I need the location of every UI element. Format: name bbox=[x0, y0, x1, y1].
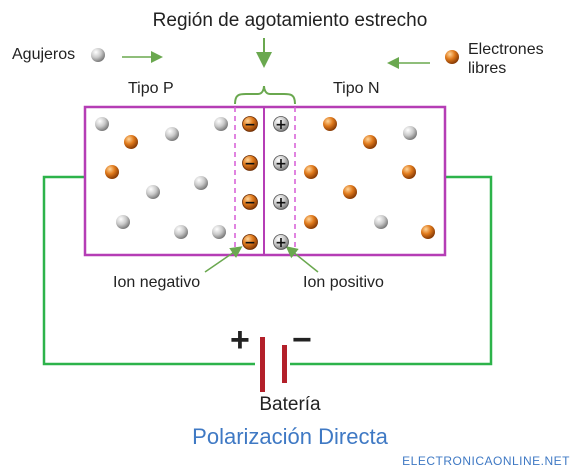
electron-particle bbox=[124, 135, 138, 149]
site-credit: ELECTRONICAONLINE.NET bbox=[402, 454, 570, 468]
battery-label: Batería bbox=[259, 394, 321, 415]
positive-ion-arrow bbox=[285, 246, 319, 273]
positive-ions: + + + + bbox=[273, 116, 289, 251]
positive-ion-sign: + bbox=[275, 117, 287, 133]
battery-plus-sign: + bbox=[230, 321, 250, 359]
electron-particle bbox=[304, 215, 318, 229]
hole-particle bbox=[374, 215, 388, 229]
negative-ion-sign: − bbox=[244, 195, 256, 211]
legend-hole-icon bbox=[91, 48, 105, 62]
hole-particle bbox=[403, 126, 417, 140]
electron-particle bbox=[402, 165, 416, 179]
free-electrons-label-line1: Electrones bbox=[468, 41, 544, 58]
electron-particle bbox=[323, 117, 337, 131]
hole-particle bbox=[212, 225, 226, 239]
battery-plate-negative bbox=[282, 345, 287, 383]
negative-ion bbox=[242, 234, 258, 250]
holes-label: Agujeros bbox=[12, 46, 76, 63]
free-electrons-label: Electrones libres bbox=[468, 40, 544, 78]
battery-plate-positive bbox=[260, 337, 265, 392]
negative-ion bbox=[242, 194, 258, 210]
depletion-region-title: Región de agotamiento estrecho bbox=[152, 10, 428, 31]
depletion-bracket bbox=[234, 85, 296, 105]
electron-particle bbox=[343, 185, 357, 199]
hole-particle bbox=[146, 185, 160, 199]
positive-ion-sign: + bbox=[275, 156, 287, 172]
n-type-label: Tipo N bbox=[333, 80, 380, 97]
negative-ions: − − − − bbox=[242, 116, 258, 251]
legend-electron-icon bbox=[445, 50, 459, 64]
positive-ion-sign: + bbox=[275, 235, 287, 251]
electron-particle bbox=[304, 165, 318, 179]
negative-ion-label: Ion negativo bbox=[113, 274, 201, 291]
negative-ion-sign: − bbox=[244, 156, 256, 172]
positive-ion bbox=[273, 155, 289, 171]
electron-particle bbox=[363, 135, 377, 149]
free-electrons-label-line2: libres bbox=[468, 60, 507, 77]
positive-ion bbox=[273, 116, 289, 132]
negative-ion-sign: − bbox=[244, 235, 256, 251]
positive-ion bbox=[273, 194, 289, 210]
hole-particle bbox=[194, 176, 208, 190]
electrons bbox=[105, 117, 435, 239]
negative-ion-sign: − bbox=[244, 117, 256, 133]
hole-particle bbox=[165, 127, 179, 141]
left-wire bbox=[42, 175, 255, 366]
p-region-holes bbox=[95, 117, 417, 239]
diagram-caption: Polarización Directa bbox=[192, 424, 388, 449]
hole-particle bbox=[116, 215, 130, 229]
positive-ion-sign: + bbox=[275, 195, 287, 211]
hole-particle bbox=[95, 117, 109, 131]
electron-particle bbox=[105, 165, 119, 179]
hole-particle bbox=[214, 117, 228, 131]
positive-ion bbox=[273, 234, 289, 250]
negative-ion bbox=[242, 155, 258, 171]
battery-minus-sign: − bbox=[292, 321, 312, 359]
negative-ion-arrow bbox=[204, 246, 243, 273]
electron-particle bbox=[421, 225, 435, 239]
p-type-label: Tipo P bbox=[128, 80, 174, 97]
hole-particle bbox=[174, 225, 188, 239]
right-wire bbox=[290, 175, 493, 366]
negative-ion bbox=[242, 116, 258, 132]
positive-ion-label: Ion positivo bbox=[303, 274, 384, 291]
